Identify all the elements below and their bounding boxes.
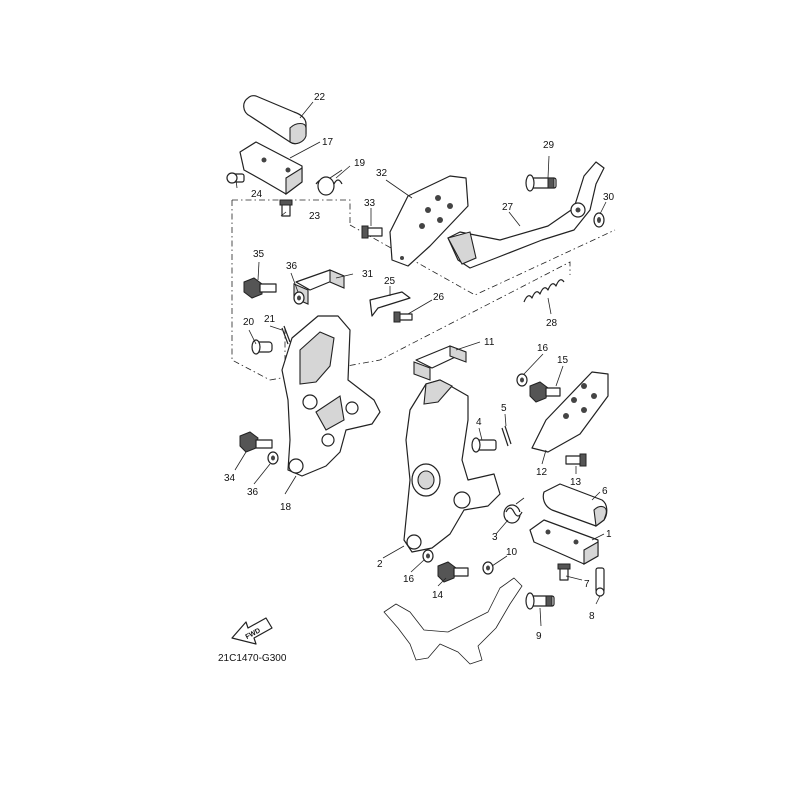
washer-16-upper (516, 373, 528, 387)
heel-guard-32 (389, 175, 469, 267)
washer-36-upper (293, 291, 305, 305)
callout-3: 3 (492, 532, 498, 543)
callout-16-upper: 16 (537, 343, 549, 354)
bolt-13 (565, 453, 587, 467)
callout-31: 31 (362, 269, 374, 280)
bolt-9 (525, 592, 555, 610)
callout-36-upper: 36 (286, 261, 298, 272)
switch-11 (413, 345, 467, 381)
callout-5: 5 (501, 403, 507, 414)
callout-33: 33 (364, 198, 376, 209)
callout-26: 26 (433, 292, 445, 303)
callout-14: 14 (432, 590, 444, 601)
callout-29: 29 (543, 140, 555, 151)
spring-3 (503, 497, 525, 524)
callout-20: 20 (243, 317, 255, 328)
callout-24: 24 (251, 189, 263, 200)
callout-30: 30 (603, 192, 615, 203)
callout-leaders (234, 101, 607, 627)
cotter-pin-5 (501, 425, 512, 447)
callout-18: 18 (280, 502, 292, 513)
callout-35: 35 (253, 249, 265, 260)
footrest-rubber-22 (243, 95, 307, 145)
callout-8: 8 (589, 611, 595, 622)
bolt-29 (525, 174, 557, 192)
washer-36-lower (267, 451, 279, 465)
washer-10 (482, 561, 494, 575)
footrest-1 (529, 519, 599, 565)
bolt-35 (243, 277, 277, 299)
pin-20 (251, 339, 273, 355)
spring-19 (315, 169, 343, 196)
callout-27: 27 (502, 202, 514, 213)
cotter-pin-21 (281, 325, 291, 345)
pin-24 (226, 172, 245, 184)
footrest-bracket-18 (281, 315, 381, 477)
bolt-23 (279, 199, 293, 217)
callout-19: 19 (354, 158, 366, 169)
brake-pedal-27 (447, 161, 605, 269)
bolt-15 (529, 381, 561, 403)
callout-4: 4 (476, 417, 482, 428)
fwd-arrow-icon: FWD (231, 617, 273, 645)
callout-36-lower: 36 (247, 487, 259, 498)
callout-21: 21 (264, 314, 276, 325)
bracket-25 (369, 291, 411, 317)
bolt-7 (557, 563, 571, 581)
callout-25: 25 (384, 276, 396, 287)
callout-labels: 22 17 19 24 23 32 33 29 30 27 35 36 31 2… (224, 92, 615, 642)
callout-13: 13 (570, 477, 582, 488)
callout-28: 28 (546, 318, 558, 329)
callout-10: 10 (506, 547, 518, 558)
spring-28 (523, 279, 565, 303)
callout-16-lower: 16 (403, 574, 415, 585)
screw-26 (393, 311, 413, 323)
callout-7: 7 (584, 579, 590, 590)
washer-30 (593, 212, 605, 228)
callout-1: 1 (606, 529, 612, 540)
callout-34: 34 (224, 473, 236, 484)
callout-17: 17 (322, 137, 334, 148)
callout-12: 12 (536, 467, 548, 478)
bolt-33 (361, 225, 383, 239)
callout-6: 6 (602, 486, 608, 497)
callout-32: 32 (376, 168, 388, 179)
brake-lever-outline (383, 577, 523, 665)
callout-15: 15 (557, 355, 569, 366)
callout-9: 9 (536, 631, 542, 642)
footrest-rubber-6 (542, 483, 608, 528)
drawing-code: 21C1470-G300 (218, 653, 287, 664)
bolt-4 (471, 437, 497, 453)
bolt-14 (437, 561, 469, 583)
heel-guard-12 (531, 371, 609, 453)
footrest-17 (239, 141, 303, 196)
callout-2: 2 (377, 559, 383, 570)
footrest-bracket-2 (403, 379, 501, 553)
callout-11: 11 (484, 337, 495, 348)
washer-16-lower (422, 549, 434, 563)
callout-22: 22 (314, 92, 326, 103)
bolt-34 (239, 431, 273, 453)
pin-8 (595, 567, 605, 597)
callout-23: 23 (309, 211, 321, 222)
